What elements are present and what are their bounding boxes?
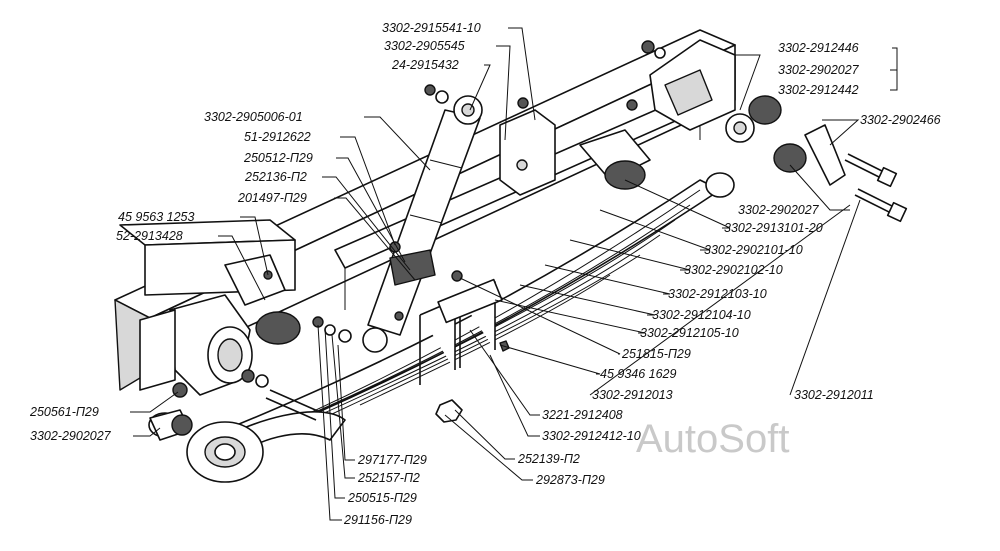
label-252139-p2: 252139-П2: [517, 452, 580, 466]
label-45-9346-1629: 45 9346 1629: [600, 367, 677, 381]
label-3302-2905545: 3302-2905545: [384, 39, 465, 53]
label-51-2912622: 51-2912622: [244, 130, 311, 144]
label-45-9563-1253: 45 9563 1253: [118, 210, 195, 224]
label-252136-p2: 252136-П2: [244, 170, 307, 184]
label-3302-2902101-10: 3302-2902101-10: [704, 243, 803, 257]
label-3302-2902102-10: 3302-2902102-10: [684, 263, 783, 277]
label-250561-p29: 250561-П29: [29, 405, 99, 419]
label-251815-p29: 251815-П29: [621, 347, 691, 361]
label-250512-p29: 250512-П29: [243, 151, 313, 165]
label-3302-2902466: 3302-2902466: [860, 113, 941, 127]
label-3302-2902027-a: 3302-2902027: [778, 63, 860, 77]
leader-lines: [130, 27, 898, 521]
front-bracket: [139, 294, 253, 396]
label-3302-2915541-10: 3302-2915541-10: [382, 21, 481, 35]
label-252157-p2: 252157-П2: [357, 471, 420, 485]
label-3302-2912104-10: 3302-2912104-10: [652, 308, 751, 322]
rear-hanger-bracket: [649, 39, 755, 143]
label-3302-2912446: 3302-2912446: [778, 41, 859, 55]
label-3302-2913101-20: 3302-2913101-20: [724, 221, 823, 235]
label-3302-2902027-b: 3302-2902027: [738, 203, 820, 217]
label-250515-p29: 250515-П29: [347, 491, 417, 505]
front-eye-bolt: [265, 389, 321, 421]
label-3302-2902027-c: 3302-2902027: [30, 429, 112, 443]
label-292873-p29: 292873-П29: [535, 473, 605, 487]
rear-shackle: [748, 95, 846, 186]
label-201497-p29: 201497-П29: [237, 191, 307, 205]
label-24-2915432: 24-2915432: [391, 58, 459, 72]
label-3221-2912408: 3221-2912408: [542, 408, 623, 422]
rear-spring-eye: [705, 172, 735, 198]
label-3302-2912442: 3302-2912442: [778, 83, 859, 97]
shock-upper-bracket: [499, 109, 556, 196]
label-3302-2905006-01: 3302-2905006-01: [204, 110, 303, 124]
axle-bump-stop: [579, 129, 651, 190]
label-291156-p29: 291156-П29: [343, 513, 412, 527]
label-3302-2912013: 3302-2912013: [592, 388, 673, 402]
part-labels: 3302-2915541-10 3302-2905545 24-2915432 …: [29, 21, 941, 527]
label-52-2913428: 52-2913428: [116, 229, 183, 243]
label-3302-2912412-10: 3302-2912412-10: [542, 429, 641, 443]
front-bushing: [148, 409, 193, 441]
watermark: AutoSoft: [636, 417, 789, 461]
label-297177-p29: 297177-П29: [357, 453, 427, 467]
label-3302-2912105-10: 3302-2912105-10: [640, 326, 739, 340]
label-3302-2912103-10: 3302-2912103-10: [668, 287, 767, 301]
front-spring-eye: [186, 421, 264, 483]
label-3302-2912011: 3302-2912011: [794, 388, 874, 402]
shackle-bolts: [844, 153, 908, 223]
